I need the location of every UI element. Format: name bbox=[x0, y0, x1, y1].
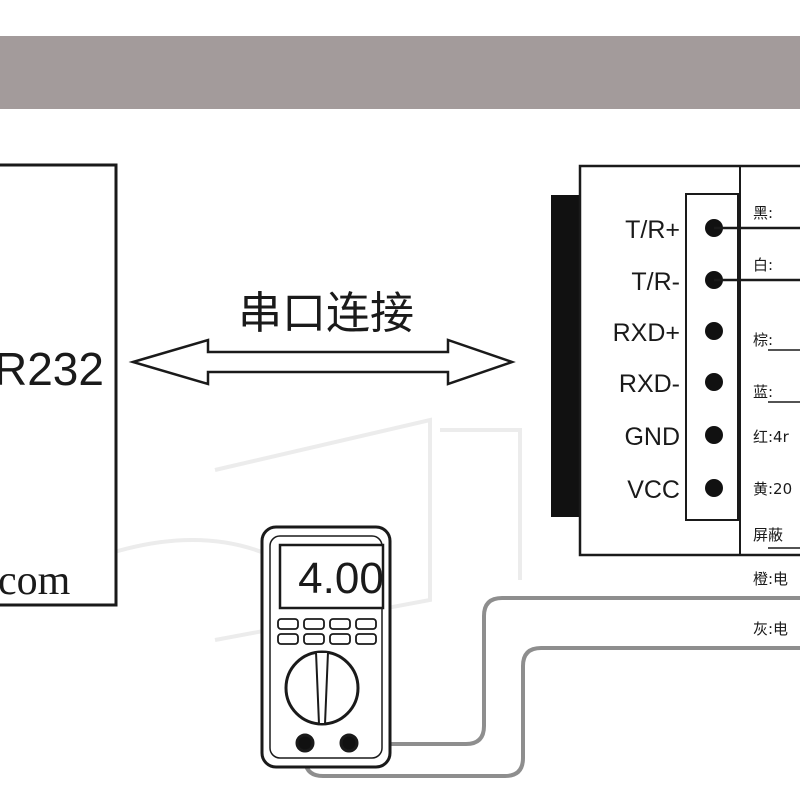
wire-label-6: 黄:20 bbox=[753, 480, 792, 498]
left-device-label-rs232: R232 bbox=[0, 343, 104, 395]
multimeter-button-1[interactable] bbox=[277, 618, 299, 630]
pin-label-2: T/R- bbox=[631, 268, 680, 296]
terminal-screw-6 bbox=[705, 479, 723, 497]
wire-label-8: 橙:电 bbox=[753, 570, 788, 588]
multimeter-button-4[interactable] bbox=[355, 618, 377, 630]
connection-label: 串口连接 bbox=[238, 288, 414, 339]
header-band bbox=[0, 36, 800, 109]
multimeter-button-3[interactable] bbox=[329, 618, 351, 630]
multimeter-button-8[interactable] bbox=[355, 633, 377, 645]
terminal-side-plate bbox=[551, 195, 580, 517]
pin-label-4: RXD- bbox=[619, 370, 680, 398]
multimeter-button-7[interactable] bbox=[329, 633, 351, 645]
terminal-screw-5 bbox=[705, 426, 723, 444]
multimeter-button-2[interactable] bbox=[303, 618, 325, 630]
left-device-frame bbox=[0, 163, 118, 607]
multimeter-display bbox=[278, 543, 385, 610]
multimeter-button-6[interactable] bbox=[303, 633, 325, 645]
left-device: R232 com bbox=[0, 163, 118, 607]
terminal-screw-4 bbox=[705, 373, 723, 391]
double-arrow-icon bbox=[128, 338, 516, 386]
pin-label-5: GND bbox=[624, 423, 680, 451]
probe-wire-red bbox=[349, 596, 800, 746]
wire-label-9: 灰:电 bbox=[753, 620, 788, 638]
multimeter: 4.00 bbox=[260, 525, 392, 769]
pin-label-1: T/R+ bbox=[625, 216, 680, 244]
pin-label-3: RXD+ bbox=[613, 319, 680, 347]
terminal-strip bbox=[685, 193, 739, 521]
wire-label-3: 棕: bbox=[753, 331, 773, 349]
terminal-screw-3 bbox=[705, 322, 723, 340]
wire-label-7: 屏蔽 bbox=[753, 526, 783, 544]
pin-label-6: VCC bbox=[627, 476, 680, 504]
probe-wire-black bbox=[303, 646, 800, 778]
probe-jack-com[interactable] bbox=[295, 733, 315, 753]
dial-pointer bbox=[314, 651, 330, 725]
terminal-device: T/R+ T/R- RXD+ RXD- GND VCC 黑: 白: 棕: 蓝: 红:4r 黄:20 屏… bbox=[551, 164, 800, 638]
multimeter-inner-frame bbox=[269, 535, 383, 759]
wire-label-2: 白: bbox=[753, 256, 773, 274]
probe-wires bbox=[303, 596, 800, 778]
left-device-label-com: com bbox=[0, 558, 71, 604]
serial-connection-arrow: 串口连接 bbox=[128, 288, 516, 386]
multimeter-reading: 4.00 bbox=[298, 554, 384, 603]
probe-jack-v[interactable] bbox=[339, 733, 359, 753]
wire-label-4: 蓝: bbox=[753, 383, 773, 401]
wire-label-5: 红:4r bbox=[753, 428, 790, 446]
wire-label-1: 黑: bbox=[753, 204, 773, 222]
multimeter-button-5[interactable] bbox=[277, 633, 299, 645]
